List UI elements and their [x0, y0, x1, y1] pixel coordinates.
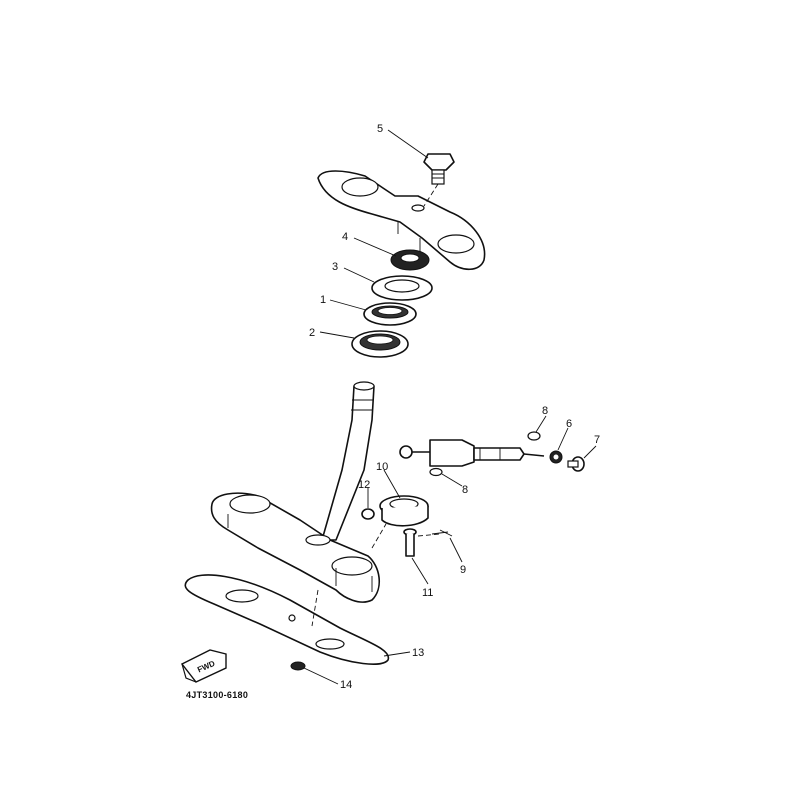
callout-2: 2 [309, 327, 315, 339]
part-5-bolt [423, 153, 455, 207]
callout-8-top: 8 [542, 405, 548, 417]
part-1-bearing [363, 302, 417, 326]
callout-12: 12 [358, 479, 370, 491]
callout-13: 13 [412, 647, 424, 659]
steering-damper [399, 439, 545, 467]
fwd-arrow-icon: FWD [180, 649, 227, 683]
part-4-ring-nut [390, 249, 430, 271]
callout-5: 5 [377, 123, 383, 135]
callout-3: 3 [332, 261, 338, 273]
part-13-cover [184, 574, 390, 665]
callout-14: 14 [340, 679, 352, 691]
callout-9: 9 [460, 564, 466, 576]
part-12-bolt [361, 508, 375, 520]
part-8-washer-top [527, 431, 541, 441]
part-2-bearing [351, 330, 409, 358]
callout-4: 4 [342, 231, 348, 243]
steering-stem [321, 381, 375, 541]
upper-bracket [317, 170, 486, 271]
dashed-guide-1 [371, 523, 387, 549]
part-9-cotter-pin [431, 529, 453, 537]
lower-bracket [210, 492, 380, 603]
part-3-washer [371, 275, 433, 301]
part-6-nut [549, 450, 563, 464]
part-11-pin [403, 528, 417, 557]
callout-8-bottom: 8 [462, 484, 468, 496]
callout-10: 10 [376, 461, 388, 473]
callout-1: 1 [320, 294, 326, 306]
callout-6: 6 [566, 418, 572, 430]
callout-11: 11 [422, 587, 433, 599]
leader-lines [303, 129, 597, 685]
part-10-clamp [379, 495, 429, 527]
diagram-code: 4JT3100-6180 [186, 690, 248, 700]
callout-7: 7 [594, 434, 600, 446]
part-7-bolt [567, 456, 585, 472]
part-8-washer-bottom [429, 467, 443, 477]
part-14-screw [290, 661, 306, 671]
dashed-guide-2 [417, 533, 441, 537]
